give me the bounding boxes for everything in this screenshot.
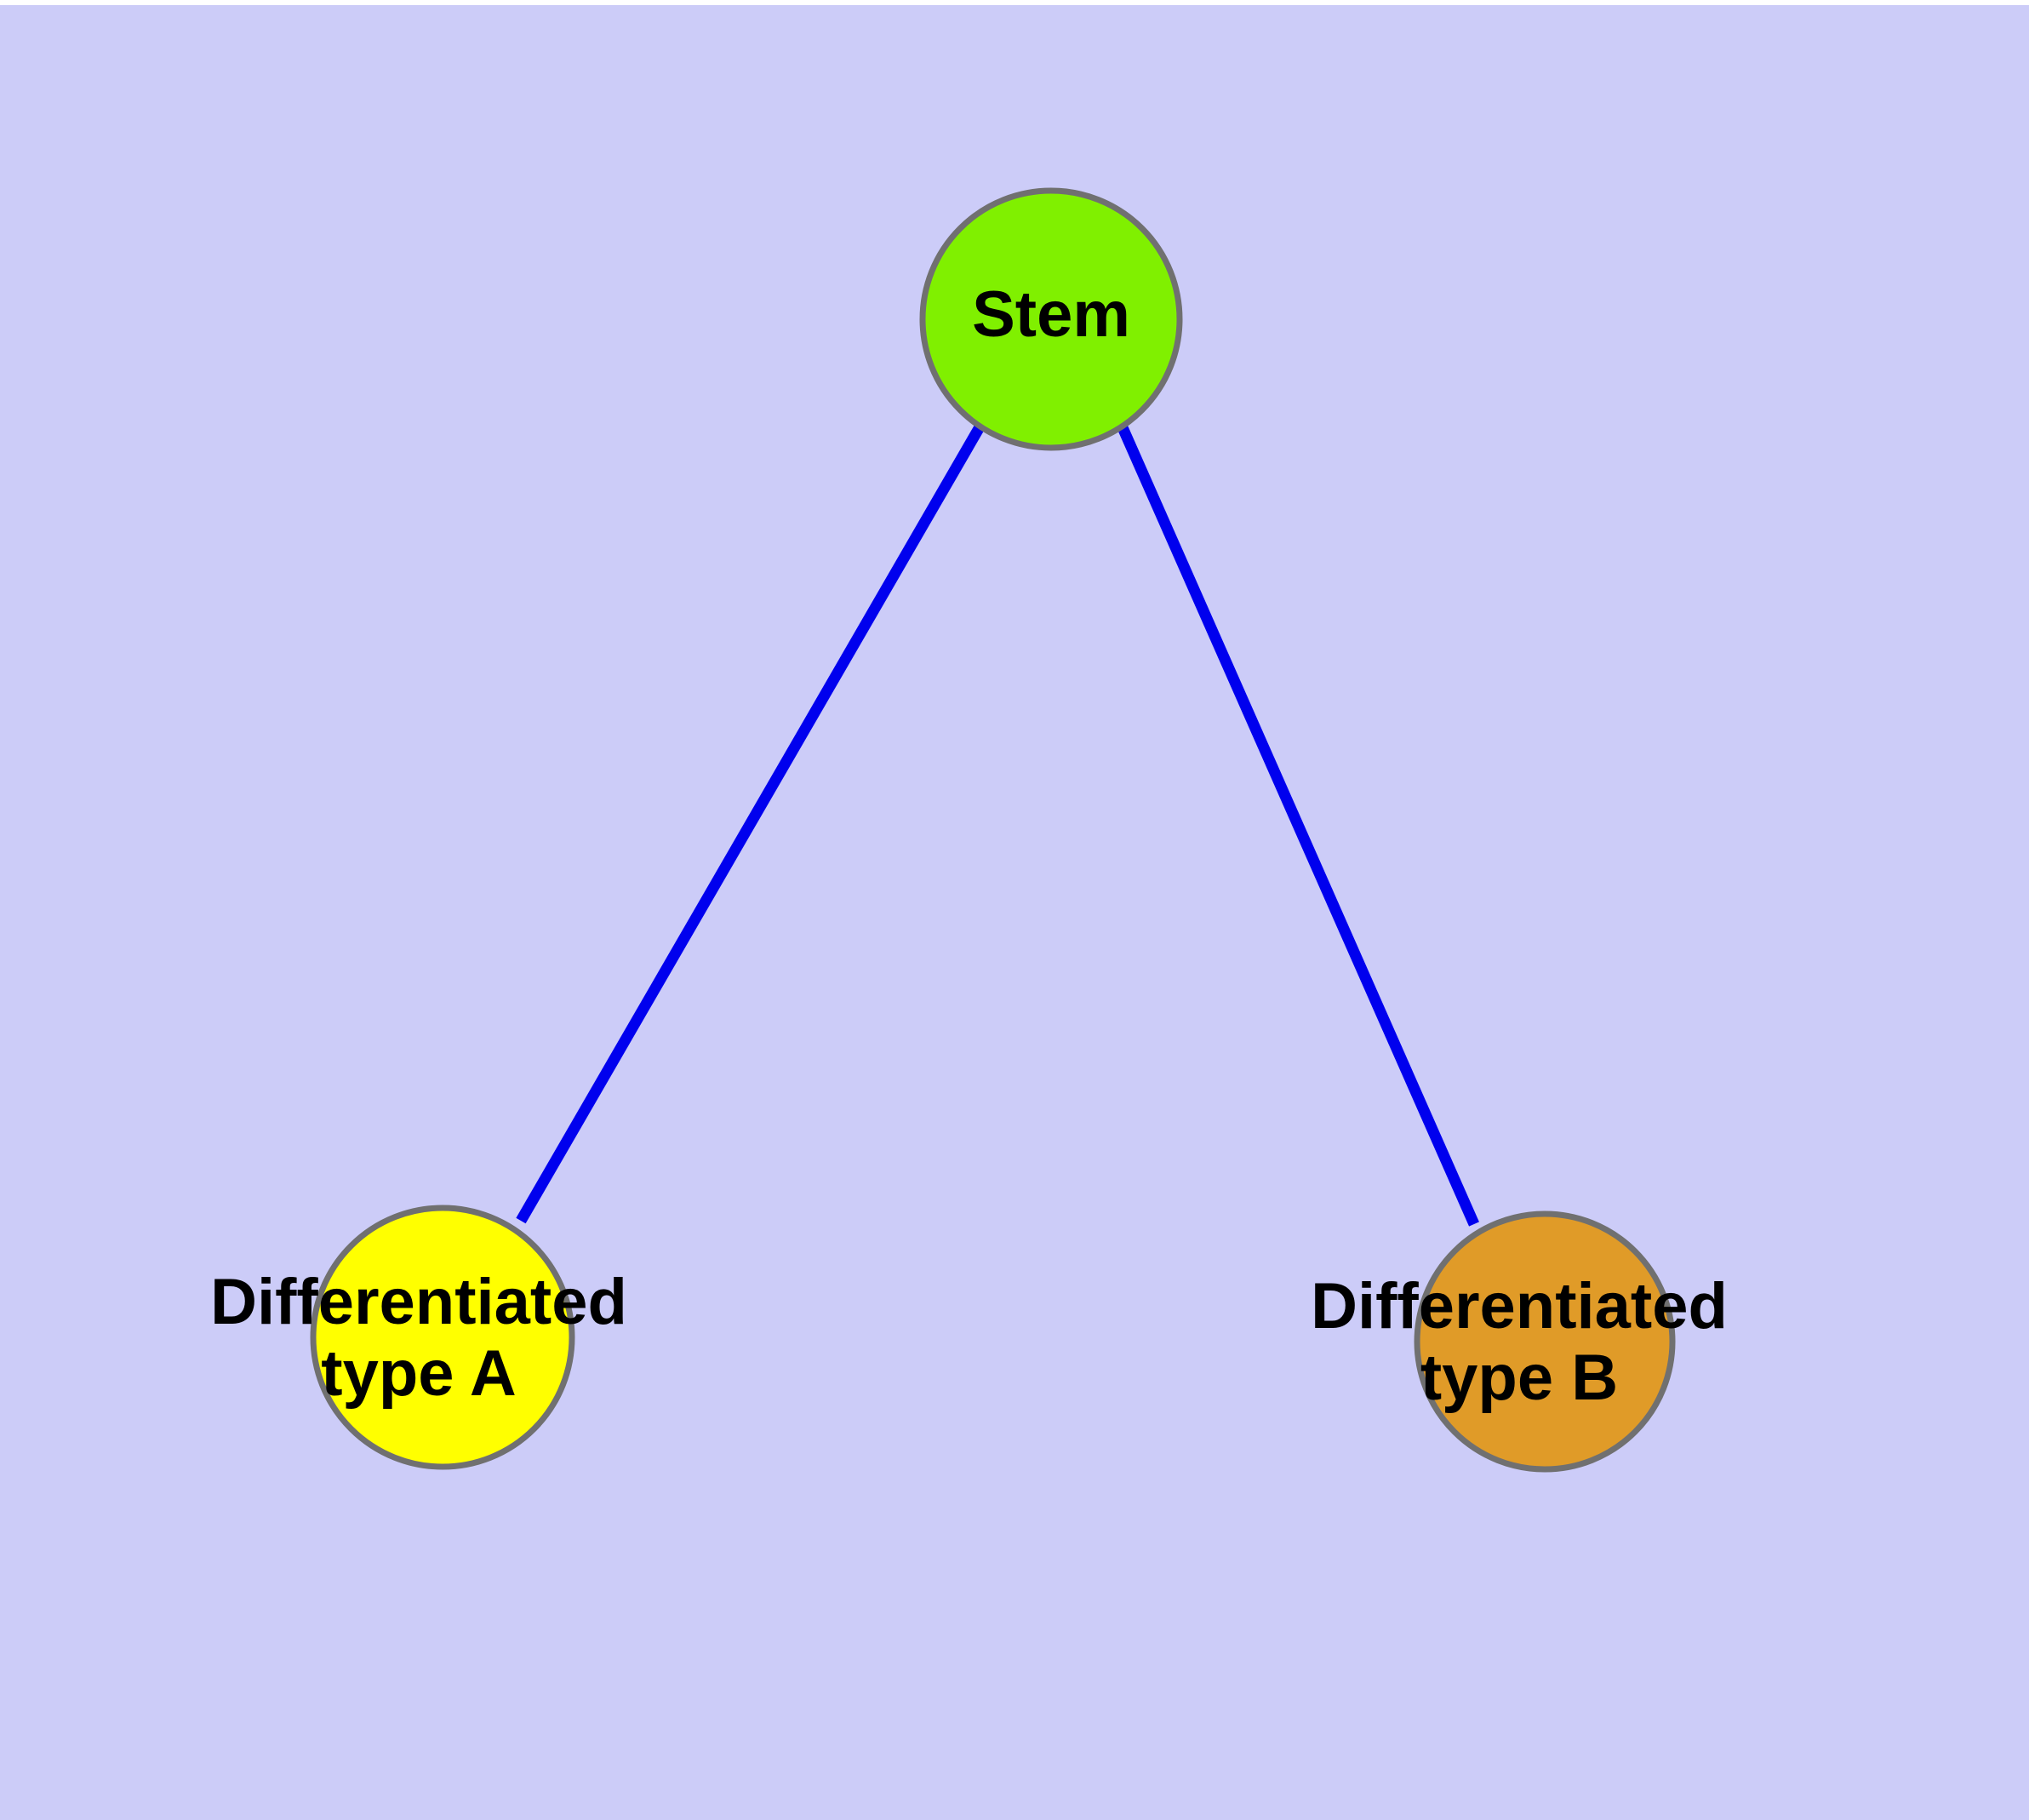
node-differentiated-type-a[interactable]: Differentiated type A [210,1205,627,1470]
differentiated-type-b-label-line-2: type B [1420,1342,1618,1414]
differentiated-type-b-node-circle[interactable] [1414,1210,1676,1473]
stem-node-circle[interactable] [919,187,1183,451]
differentiated-type-a-label-line-2: type A [321,1337,516,1410]
edges-group [516,422,1479,1227]
edge-stem-to-differentiated-type-a[interactable] [516,422,986,1224]
differentiated-type-a-node-circle[interactable] [310,1205,575,1470]
graph-svg: Stem Differentiated type A Differentiate… [210,187,1728,1473]
node-differentiated-type-b[interactable]: Differentiated type B [1311,1210,1728,1473]
stem-node-label: Stem [972,278,1130,351]
node-stem[interactable]: Stem [919,187,1183,451]
edge-stem-to-differentiated-type-b[interactable] [1117,423,1479,1227]
differentiated-type-a-label-line-1: Differentiated [210,1266,627,1338]
differentiated-type-b-label-line-1: Differentiated [1311,1270,1728,1342]
diagram-plot-area: Stem Differentiated type A Differentiate… [0,5,2029,1820]
